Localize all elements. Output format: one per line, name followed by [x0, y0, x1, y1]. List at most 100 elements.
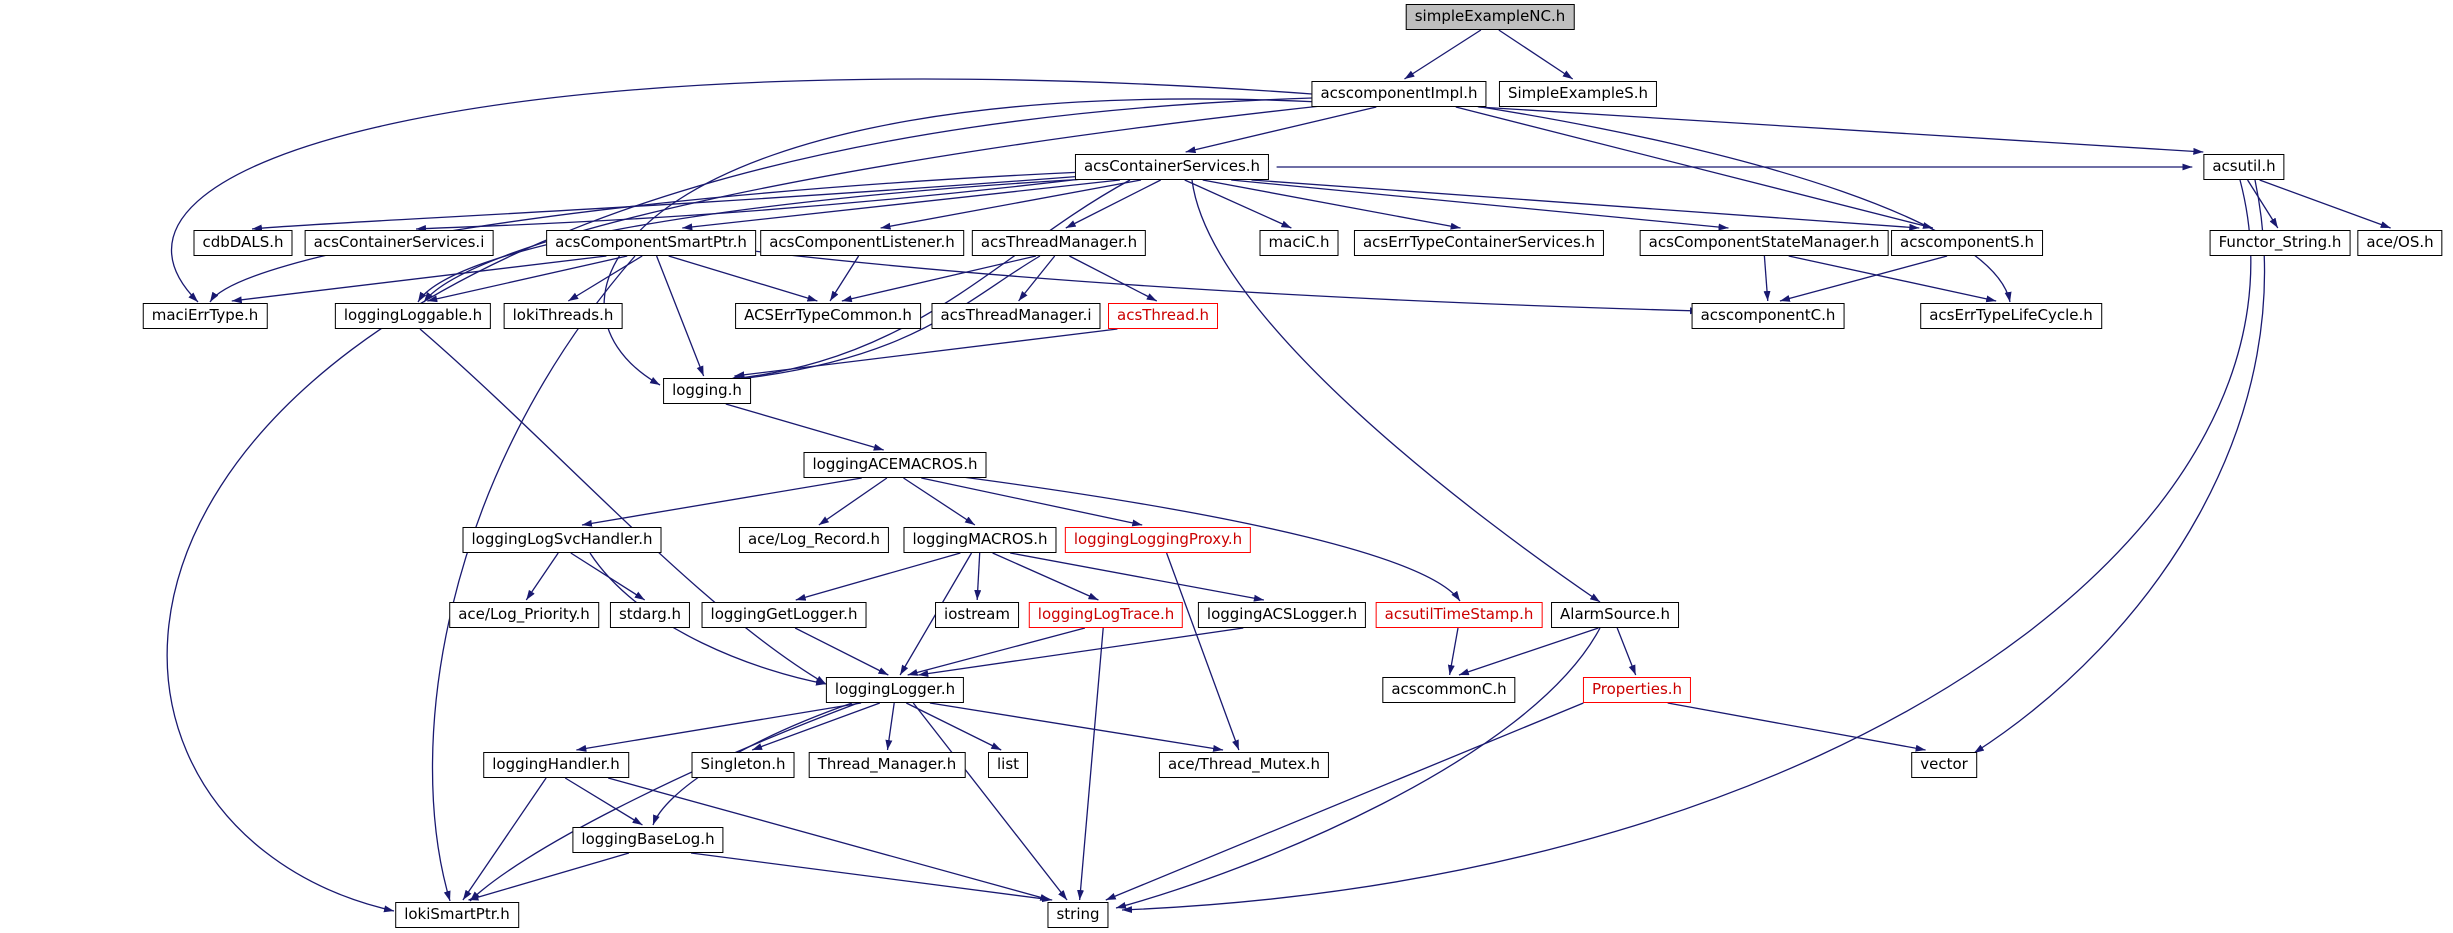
include-edge-acscontainerservices-h--acserrtypecontainerservices-h [1202, 179, 1461, 230]
graph-node-stdarg-h[interactable]: stdarg.h [609, 602, 691, 628]
include-edge-acsthread-h--logging-h [734, 328, 1118, 379]
graph-node-acsthread-h[interactable]: acsThread.h [1108, 303, 1218, 329]
include-edge-acscomponentstatemanager-h--acscomponentc-h [1763, 255, 1771, 302]
graph-node-acscomponents-h[interactable]: acscomponentS.h [1891, 230, 2043, 256]
graph-node-acsutiltimestamp-h[interactable]: acsutilTimeStamp.h [1375, 602, 1543, 628]
include-edge-logginglogsvchandler-h--ace-log-priority-h [525, 552, 559, 601]
graph-node-acsutil-h[interactable]: acsutil.h [2203, 154, 2285, 180]
include-edge-acsutil-h--ace-os-h [2259, 179, 2391, 229]
include-edge-alarmsource-h--properties-h [1616, 627, 1637, 676]
include-edge-acscontainerservices-h--acsthreadmanager-h [1065, 179, 1161, 229]
graph-node-iostream[interactable]: iostream [935, 602, 1019, 628]
graph-node-acscomponentlistener-h[interactable]: acsComponentListener.h [760, 230, 964, 256]
graph-node-acscomponentc-h[interactable]: acscomponentC.h [1691, 303, 1845, 329]
graph-node-singleton-h[interactable]: Singleton.h [691, 752, 795, 778]
graph-node-alarmsource-h[interactable]: AlarmSource.h [1551, 602, 1679, 628]
include-edge-acscontainerservices-h--loggingloggable-h [417, 177, 1106, 303]
graph-node-acscontainerservices-h[interactable]: acsContainerServices.h [1074, 154, 1270, 180]
graph-node-acscommonc-h[interactable]: acscommonC.h [1382, 677, 1516, 703]
graph-node-functor-string-h[interactable]: Functor_String.h [2209, 230, 2351, 256]
graph-node-loggingmacros-h[interactable]: loggingMACROS.h [903, 527, 1057, 553]
graph-node-loggingloggable-h[interactable]: loggingLoggable.h [334, 303, 492, 329]
graph-node-list[interactable]: list [987, 752, 1029, 778]
include-edge-loggingbaselog-h--string [690, 852, 1053, 903]
include-edge-loggingmacros-h--logginglogtrace-h [992, 552, 1099, 601]
graph-node-acsthreadmanager-i[interactable]: acsThreadManager.i [931, 303, 1101, 329]
include-edge-logginghandler-h--lokismartptr-h [462, 777, 547, 901]
graph-node-loggingloggingproxy-h[interactable]: loggingLoggingProxy.h [1064, 527, 1252, 553]
include-edge-simpleexamplenc-h--simpleexamples-h [1498, 29, 1574, 80]
graph-node-logging-h[interactable]: logging.h [663, 378, 751, 404]
graph-node-cdbdals-h[interactable]: cdbDALS.h [193, 230, 293, 256]
graph-node-simpleexamplenc-h[interactable]: simpleExampleNC.h [1405, 4, 1575, 30]
graph-node-macic-h[interactable]: maciC.h [1259, 230, 1339, 256]
graph-node-logginglogsvchandler-h[interactable]: loggingLogSvcHandler.h [462, 527, 662, 553]
graph-node-thread-manager-h[interactable]: Thread_Manager.h [808, 752, 966, 778]
include-edge-acsutil-h--vector [1973, 179, 2265, 754]
include-edge-acscontainerservices-h--logging-h [729, 179, 1131, 382]
graph-node-vector[interactable]: vector [1911, 752, 1977, 778]
graph-node-macierrtype-h[interactable]: maciErrType.h [142, 303, 268, 329]
graph-node-logginggetlogger-h[interactable]: loggingGetLogger.h [701, 602, 867, 628]
graph-node-acserrtypelifecycle-h[interactable]: acsErrTypeLifeCycle.h [1920, 303, 2102, 329]
graph-node-ace-os-h[interactable]: ace/OS.h [2357, 230, 2443, 256]
graph-node-acscontainerservices-i[interactable]: acsContainerServices.i [304, 230, 494, 256]
include-edge-loggingbaselog-h--lokismartptr-h [468, 852, 630, 901]
include-edge-loggingacslogger-h--logginglogger-h [918, 627, 1244, 678]
include-edge-loggingloggingproxy-h--ace-thread-mutex-h [1165, 552, 1240, 751]
graph-node-ace-thread-mutex-h[interactable]: ace/Thread_Mutex.h [1158, 752, 1330, 778]
include-edge-acscontainerservices-h--acscomponentlistener-h [880, 179, 1142, 230]
include-edge-loggingmacros-h--loggingacslogger-h [1010, 552, 1264, 602]
graph-node-logginglogtrace-h[interactable]: loggingLogTrace.h [1028, 602, 1184, 628]
include-edge-loggingacemacros-h--ace-log-record-h [818, 477, 888, 526]
graph-node-loggingacslogger-h[interactable]: loggingACSLogger.h [1197, 602, 1367, 628]
graph-node-string[interactable]: string [1047, 902, 1109, 928]
include-edge-logginghandler-h--loggingbaselog-h [564, 777, 643, 826]
graph-node-acserrtypecontainerservices-h[interactable]: acsErrTypeContainerServices.h [1353, 230, 1605, 256]
graph-node-loggingbaselog-h[interactable]: loggingBaseLog.h [572, 827, 724, 853]
include-edge-acscontainerservices-h--acscomponentsmartptr-h [682, 179, 1120, 231]
include-edge-logginggetlogger-h--logginglogger-h [794, 627, 889, 676]
include-edge-acscontainerservices-h--macic-h [1184, 179, 1292, 229]
graph-node-simpleexamples-h[interactable]: SimpleExampleS.h [1498, 81, 1658, 107]
include-edge-acscomponentsmartptr-h--acscomponentc-h [744, 249, 1701, 315]
include-edge-acscomponentimpl-h--acscontainerservices-h [1185, 106, 1377, 154]
include-edge-acscomponentimpl-h--acsutil-h [1478, 106, 2204, 155]
include-edge-acscomponentimpl-h--loggingloggable-h [423, 104, 1331, 303]
include-edge-acscomponentimpl-h--macierrtype-h [170, 78, 1313, 303]
include-edge-acsthreadmanager-h--logging-h [729, 255, 1041, 383]
graph-node-lokismartptr-h[interactable]: lokiSmartPtr.h [395, 902, 519, 928]
include-edge-acscomponentstatemanager-h--acserrtypelifecycle-h [1788, 255, 1997, 303]
graph-node-acserrtypecommon-h[interactable]: ACSErrTypeCommon.h [735, 303, 921, 329]
graph-node-acsthreadmanager-h[interactable]: acsThreadManager.h [971, 230, 1147, 256]
include-edge-properties-h--string [1105, 702, 1584, 901]
graph-node-lokithreads-h[interactable]: lokiThreads.h [503, 303, 623, 329]
graph-node-acscomponentimpl-h[interactable]: acscomponentImpl.h [1311, 81, 1487, 107]
graph-node-logginglogger-h[interactable]: loggingLogger.h [825, 677, 965, 703]
include-edge-acscomponentimpl-h--logging-h [603, 98, 1321, 386]
include-edge-logginglogger-h--string [912, 702, 1068, 901]
graph-node-logginghandler-h[interactable]: loggingHandler.h [483, 752, 629, 778]
include-edge-logginglogger-h--logginghandler-h [576, 702, 862, 752]
include-edge-acscontainerservices-h--acscomponents-h [1251, 179, 1920, 231]
include-edge-acscomponentlistener-h--acserrtypecommon-h [829, 255, 860, 302]
include-edge-acsutil-h--string [1121, 179, 2252, 914]
graph-node-ace-log-record-h[interactable]: ace/Log_Record.h [738, 527, 890, 553]
include-edge-acsthreadmanager-h--acserrtypecommon-h [841, 255, 1037, 303]
edge-group [166, 29, 2391, 914]
include-edge-logging-h--loggingacemacros-h [725, 403, 884, 451]
include-edge-acsutil-h--functor-string-h [2247, 179, 2279, 229]
include-edge-simpleexamplenc-h--acscomponentimpl-h [1404, 29, 1482, 80]
include-edge-acscontainerservices-h--acscontainerservices-i [415, 177, 1091, 232]
include-edge-logginglogger-h--thread-manager-h [885, 702, 895, 751]
graph-node-acscomponentsmartptr-h[interactable]: acsComponentSmartPtr.h [546, 230, 756, 256]
include-edge-loggingloggable-h--logginglogger-h [419, 328, 827, 685]
include-edge-logginglogtrace-h--logginglogger-h [907, 627, 1086, 676]
include-edge-loggingmacros-h--logginggetlogger-h [795, 552, 961, 601]
graph-node-properties-h[interactable]: Properties.h [1582, 677, 1692, 703]
graph-node-acscomponentstatemanager-h[interactable]: acsComponentStateManager.h [1639, 230, 1889, 256]
graph-node-loggingacemacros-h[interactable]: loggingACEMACROS.h [803, 452, 987, 478]
graph-node-ace-log-priority-h[interactable]: ace/Log_Priority.h [449, 602, 599, 628]
include-edge-logginglogger-h--singleton-h [751, 702, 881, 751]
